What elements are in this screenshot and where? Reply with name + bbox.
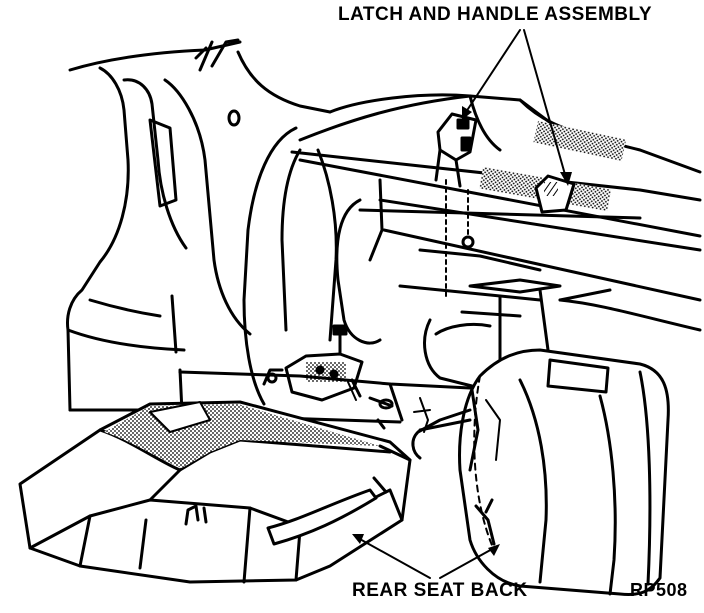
retainer-clips <box>347 381 431 433</box>
figure-id-label: RP508 <box>630 580 688 600</box>
rear-seat-back-label: REAR SEAT BACK <box>352 580 528 601</box>
alignment-dashes <box>445 179 469 301</box>
striker-bolt <box>461 235 475 249</box>
quarter-panel <box>66 38 332 414</box>
package-shelf <box>290 93 702 332</box>
seat-back <box>411 348 670 596</box>
cushion-buckle <box>149 401 211 433</box>
latch-and-handle-assembly-label: LATCH AND HANDLE ASSEMBLY <box>338 4 653 25</box>
seat-cushion <box>18 400 412 584</box>
latch-assembly-right <box>534 174 576 214</box>
cushion-edge <box>378 444 412 462</box>
latch-leader-lines <box>462 29 572 186</box>
latch-assembly-left <box>434 112 478 188</box>
rear-seat-leader <box>352 534 500 579</box>
shelf-texture <box>533 120 627 162</box>
